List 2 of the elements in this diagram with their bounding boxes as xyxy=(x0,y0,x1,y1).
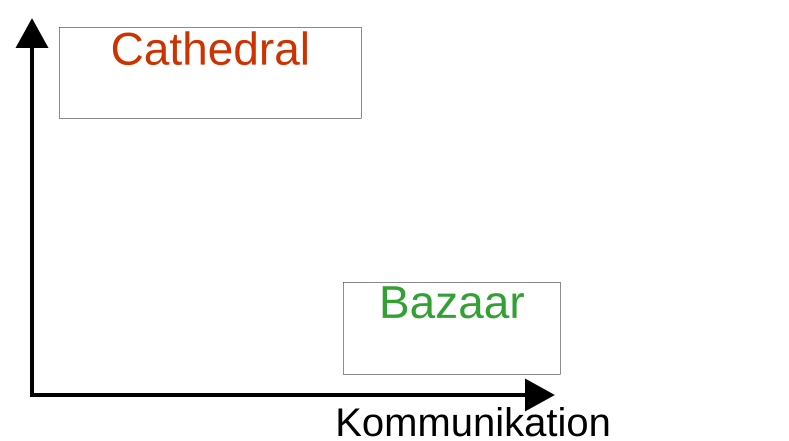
text-box: Bazaar xyxy=(343,282,561,375)
text-box: Cathedral xyxy=(59,27,362,119)
